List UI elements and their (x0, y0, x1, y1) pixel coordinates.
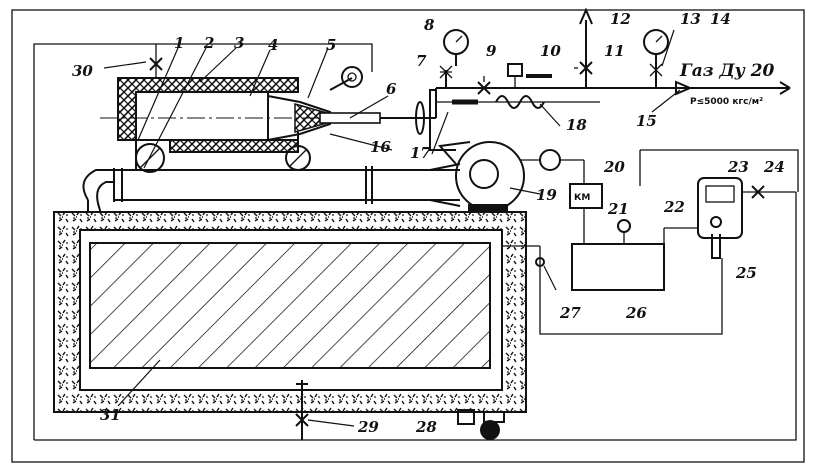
label-14: 14 (710, 10, 731, 28)
label-16: 16 (370, 138, 391, 156)
air-line-to-burner (429, 89, 456, 151)
label-22: 22 (663, 198, 685, 216)
flue-duct (82, 132, 461, 212)
label-31: 31 (100, 406, 121, 424)
outer-frame (11, 9, 805, 463)
label-9: 9 (486, 42, 497, 60)
label-30: 30 (72, 62, 93, 80)
label-7: 7 (416, 52, 427, 70)
label-2: 2 (203, 34, 214, 52)
label-1: 1 (174, 34, 184, 52)
label-23: 23 (727, 158, 749, 176)
label-26: 26 (625, 304, 647, 322)
analyzer-cabinet (697, 177, 743, 239)
label-24: 24 (763, 158, 785, 176)
label-6: 6 (386, 80, 397, 98)
control-box (571, 243, 665, 291)
label-10: 10 (540, 42, 561, 60)
label-3: 3 (234, 34, 244, 52)
label-27: 27 (559, 304, 581, 322)
label-29: 29 (357, 418, 379, 436)
furnace-chamber (53, 211, 527, 413)
label-20: 20 (603, 158, 625, 176)
bottom-piping (33, 43, 520, 441)
label-8: 8 (424, 16, 435, 34)
hatched-load-area (89, 242, 491, 369)
label-15: 15 (636, 112, 657, 130)
km-device (569, 183, 603, 209)
km-label: КМ (574, 193, 590, 203)
control-system (502, 149, 799, 441)
leader-lines (103, 29, 681, 427)
gas-line-pressure: P≤5000 кгс/м² (690, 97, 763, 107)
label-25: 25 (735, 264, 757, 282)
label-18: 18 (566, 116, 587, 134)
label-28: 28 (415, 418, 437, 436)
label-5: 5 (326, 36, 336, 54)
label-12: 12 (610, 10, 631, 28)
label-11: 11 (604, 42, 625, 60)
label-19: 19 (536, 186, 557, 204)
gas-line-title: Газ Ду 20 (679, 61, 775, 81)
label-4: 4 (268, 36, 278, 54)
gas-line (420, 7, 791, 119)
label-17: 17 (410, 144, 431, 162)
reference-numbers: 1 2 3 4 5 6 7 8 9 10 11 12 13 14 15 16 1… (72, 10, 785, 436)
label-13: 13 (680, 10, 701, 28)
label-21: 21 (607, 200, 629, 218)
fan (438, 141, 525, 212)
